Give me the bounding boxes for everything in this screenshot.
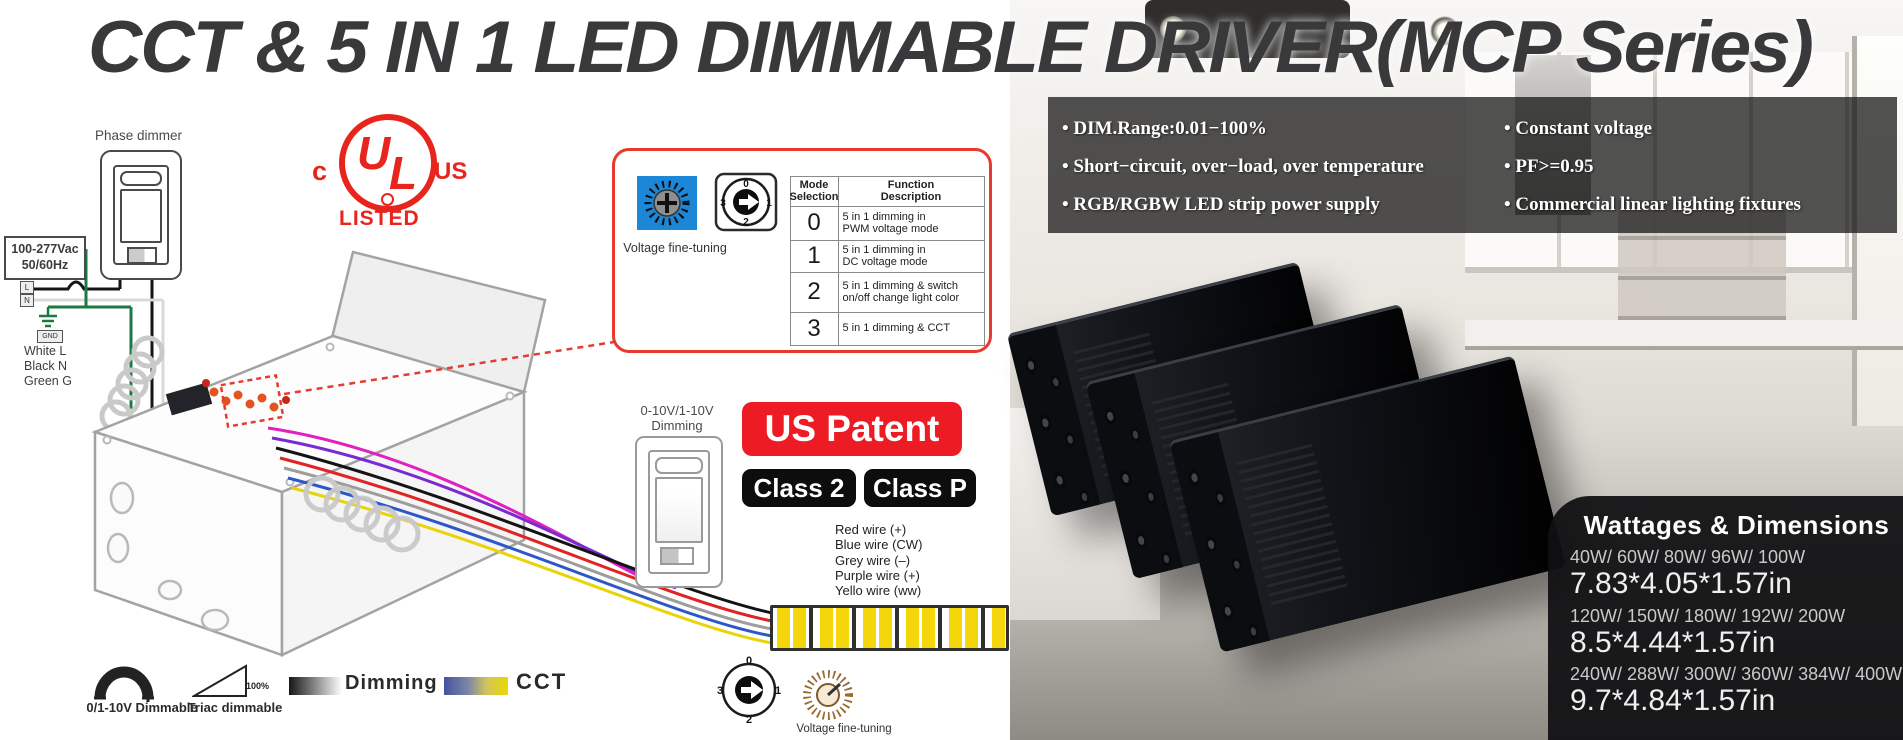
- table-header-mode: Mode Selection: [789, 175, 839, 207]
- feature-rgb-supply: • RGB/RGBW LED strip power supply: [1062, 194, 1380, 215]
- svg-text:0: 0: [746, 655, 752, 667]
- ul-mark-c: c: [312, 156, 328, 186]
- coiled-conduit-left: [99, 335, 165, 433]
- driver-box-drawing: [91, 250, 547, 657]
- cct-gradient-bar: [444, 677, 508, 695]
- coiled-conduit-right: [303, 475, 421, 553]
- feature-commercial: • Commercial linear lighting fixtures: [1504, 194, 1801, 215]
- ul-mark-u: U: [357, 127, 391, 179]
- trimmer-screw-icon: [644, 180, 690, 226]
- voltage-trimmer-icon: [637, 176, 697, 230]
- svg-text:1: 1: [775, 685, 781, 697]
- wattage-list: 40W/ 60W/ 80W/ 96W/ 100W: [1570, 547, 1806, 567]
- mode-value: 1: [789, 239, 839, 273]
- downlight: [1430, 16, 1460, 46]
- led-strip-drawing: [770, 605, 1009, 651]
- recessed-light: [1160, 16, 1186, 42]
- terminal-block: [165, 382, 213, 416]
- voltage-fine-tuning-label-bottom: Voltage fine-tuning: [796, 723, 892, 735]
- wire-label-blue: Blue wire (CW): [835, 537, 923, 553]
- wire-label-red: Red wire (+): [835, 522, 907, 537]
- wattage-group: 240W/ 288W/ 300W/ 360W/ 384W/ 400W 9.7*4…: [1570, 664, 1903, 717]
- callout-dashed-rect: [219, 374, 285, 428]
- mode-selector-dial-icon: 0 1 2 3: [714, 172, 778, 237]
- dimension-value: 9.7*4.84*1.57in: [1570, 684, 1776, 717]
- feature-constant-voltage: • Constant voltage: [1504, 118, 1653, 139]
- page-title: CCT & 5 IN 1 LED DIMMABLE DRIVER(MCP Ser…: [88, 7, 1814, 88]
- mode-description: 5 in 1 dimming & CCT: [837, 311, 985, 346]
- terminal-n-tag: N: [20, 294, 34, 307]
- countertop: [1465, 320, 1903, 350]
- triac-triangle-icon: [192, 664, 247, 697]
- mode-description: 5 in 1 dimming & switch on/off change li…: [837, 271, 985, 313]
- features-band: [1048, 97, 1897, 233]
- dimmer-switch-label: 0-10V/1-10V Dimming: [640, 403, 714, 433]
- class2-badge: Class 2: [742, 469, 856, 507]
- dimension-value: 7.83*4.05*1.57in: [1570, 567, 1792, 600]
- svg-text:1: 1: [766, 198, 772, 209]
- trimmer-dial-icon-bottom: [803, 670, 853, 720]
- dimmer-switch-rocker: [655, 477, 703, 543]
- mode-selection-table: Mode Selection Function Description 0 5 …: [789, 175, 985, 346]
- cct-label: CCT: [516, 669, 568, 694]
- wire-color-legend: White L Black N Green G: [24, 344, 72, 388]
- dimension-value: 8.5*4.44*1.57in: [1570, 625, 1776, 659]
- dimmer-switch-slider: [660, 547, 694, 565]
- wire-connectors: [202, 379, 290, 412]
- us-patent-badge: US Patent: [742, 402, 962, 456]
- mode-description: 5 in 1 dimming in DC voltage mode: [837, 239, 985, 273]
- wattage-list: 240W/ 288W/ 300W/ 360W/ 384W/ 400W: [1570, 664, 1903, 684]
- ul-mark-l: L: [389, 147, 418, 199]
- svg-text:2: 2: [743, 217, 749, 228]
- phase-dimmer-screen: [120, 189, 162, 243]
- mode-description: 5 in 1 dimming in PWM voltage mode: [837, 205, 985, 241]
- ul-mark-circle: [339, 114, 437, 212]
- dimmer-switch-slot: [655, 457, 703, 474]
- phase-dimmer-label: Phase dimmer: [95, 128, 183, 143]
- feature-dim-range: • DIM.Range:0.01−100%: [1062, 118, 1267, 139]
- ul-mark-us: US: [434, 158, 468, 185]
- wattages-title: Wattages & Dimensions: [1583, 510, 1890, 540]
- mode-selector-dial-icon-bottom: 0 1 2 3: [717, 655, 781, 726]
- wiring-diagram-lineart: [30, 249, 773, 657]
- svg-text:0: 0: [743, 179, 749, 190]
- gnd-tag: GND: [37, 330, 63, 343]
- dimming-gradient-bar: [289, 677, 342, 695]
- dimmer-switch-plate: [648, 450, 710, 574]
- feature-pf: • PF>=0.95: [1504, 156, 1594, 177]
- terminal-l-tag: L: [20, 281, 34, 294]
- ul-listed-label: LISTED: [339, 207, 420, 230]
- triac-label: Triac dimmable: [187, 700, 283, 715]
- wire-label-grey: Grey wire (–): [835, 552, 911, 568]
- wire-label-purple: Purple wire (+): [835, 567, 920, 583]
- knockout-holes: [106, 481, 230, 632]
- wire-labels-list: Red wire (+) Blue wire (CW) Grey wire (–…: [835, 522, 922, 599]
- svg-text:2: 2: [746, 714, 752, 726]
- ul-registered-dot: [381, 193, 394, 206]
- phase-dimmer-plate: [113, 165, 169, 265]
- mode-value: 2: [789, 271, 839, 313]
- feature-protections: • Short−circuit, over−load, over tempera…: [1062, 156, 1424, 177]
- triac-100pct-label: 100%: [246, 681, 270, 691]
- dimmable-arch-label: 0/1-10V Dimmable: [86, 700, 198, 715]
- classp-badge: Class P: [864, 469, 976, 507]
- wattage-group: 40W/ 60W/ 80W/ 96W/ 100W 7.83*4.05*1.57i…: [1570, 547, 1903, 600]
- wattage-group: 120W/ 150W/ 180W/ 192W/ 200W 8.5*4.44*1.…: [1570, 606, 1903, 659]
- wattage-list: 120W/ 150W/ 180W/ 192W/ 200W: [1570, 605, 1846, 626]
- input-rating-box: 100-277Vac 50/60Hz: [4, 236, 86, 280]
- phase-dimmer-slot: [120, 171, 162, 186]
- mode-value: 3: [789, 311, 839, 346]
- table-header-function: Function Description: [837, 175, 985, 207]
- voltage-fine-tuning-label: Voltage fine-tuning: [623, 241, 727, 255]
- svg-text:3: 3: [720, 198, 726, 209]
- callout-dashed-line: [283, 340, 615, 396]
- dimming-label: Dimming: [345, 672, 438, 694]
- wire-label-yellow: Yello wire (ww): [835, 583, 922, 599]
- phase-dimmer-rocker: [127, 247, 157, 264]
- wattages-dimensions-panel: Wattages & Dimensions 40W/ 60W/ 80W/ 96W…: [1548, 496, 1903, 740]
- svg-text:3: 3: [717, 685, 723, 697]
- mode-value: 0: [789, 205, 839, 241]
- dimmable-arch-icon: [94, 666, 154, 702]
